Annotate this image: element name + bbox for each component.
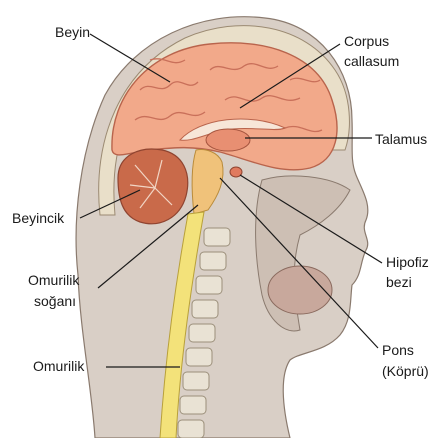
label-talamus: Talamus — [375, 131, 427, 148]
thalamus — [206, 129, 250, 151]
label-omurilik: Omurilik — [33, 358, 84, 375]
label-hipofiz-line1: Hipofiz — [386, 254, 429, 271]
label-omurilik-sogani-line1: Omurilik — [28, 272, 79, 289]
label-pons-line2: (Köprü) — [382, 363, 429, 380]
label-beyin: Beyin — [55, 24, 90, 41]
label-corpus-callosum-line2: callasum — [344, 53, 399, 70]
label-omurilik-sogani-line2: soğanı — [34, 293, 76, 310]
label-beyincik: Beyincik — [12, 210, 64, 227]
label-pons-line1: Pons — [382, 342, 414, 359]
label-corpus-callosum-line1: Corpus — [344, 33, 389, 50]
label-hipofiz-line2: bezi — [386, 274, 412, 291]
tongue — [268, 266, 332, 314]
